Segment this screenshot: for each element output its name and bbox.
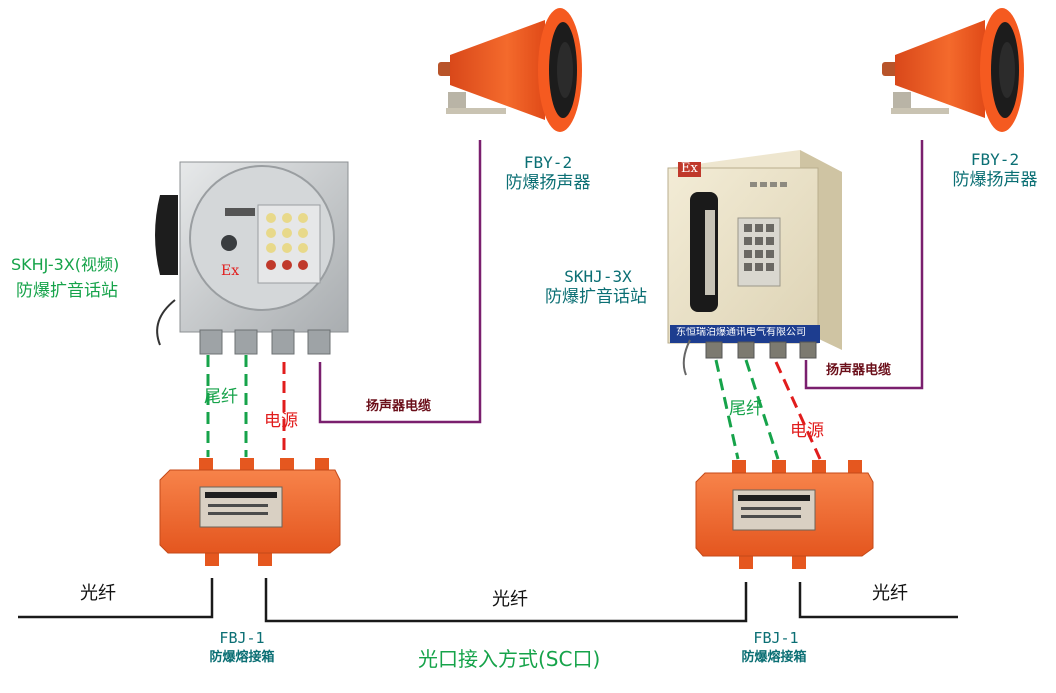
- tail-fiber-label-left: 尾纤: [204, 387, 238, 407]
- speaker-left: [438, 8, 582, 132]
- station-right-name: 防爆扩音话站: [545, 287, 647, 307]
- keypad-left: [266, 213, 308, 270]
- station-left: [155, 161, 349, 355]
- tail-fiber-wires-left: [206, 355, 248, 457]
- speaker-cable-wires: [318, 140, 924, 424]
- station-right-ex-badge: Ex: [678, 161, 701, 177]
- speaker-cable-label-left: 扬声器电缆: [366, 399, 432, 414]
- speaker-cable-label-right: 扬声器电缆: [826, 363, 892, 378]
- box-right-model: FBJ-1: [753, 629, 799, 647]
- station-left-ex-badge: Ex: [221, 263, 240, 279]
- speaker-right-model: FBY-2: [970, 150, 1020, 169]
- keypad-right: [744, 224, 774, 271]
- fiber-label-left: 光纤: [80, 583, 116, 604]
- box-left-name: 防爆熔接箱: [209, 650, 275, 665]
- station-right-nameplate: 东恒瑞泊爆通讯电气有限公司: [676, 327, 806, 338]
- tail-fiber-label-right: 尾纤: [729, 399, 763, 419]
- fiber-trunk-wires: [18, 578, 958, 623]
- power-wires: [282, 361, 822, 460]
- station-right: [667, 150, 842, 376]
- station-left-model: SKHJ-3X(视频): [11, 255, 120, 274]
- box-right-name: 防爆熔接箱: [741, 650, 807, 665]
- station-right-model: SKHJ-3X: [564, 267, 632, 286]
- diagram-caption: 光口接入方式(SC口): [418, 647, 601, 671]
- splice-box-left: [159, 458, 341, 566]
- power-label-right: 电源: [790, 421, 824, 441]
- speaker-right: [882, 8, 1024, 132]
- box-left-model: FBJ-1: [219, 629, 265, 647]
- splice-box-right: [695, 460, 874, 569]
- tail-fiber-wires-right: [714, 359, 780, 460]
- fiber-label-middle: 光纤: [492, 589, 528, 610]
- power-label-left: 电源: [264, 411, 298, 431]
- station-left-name: 防爆扩音话站: [16, 281, 118, 301]
- speaker-left-name: 防爆扬声器: [505, 173, 591, 193]
- speaker-right-name: 防爆扬声器: [952, 170, 1038, 190]
- speaker-left-model: FBY-2: [523, 153, 573, 172]
- fiber-label-right: 光纤: [872, 583, 908, 604]
